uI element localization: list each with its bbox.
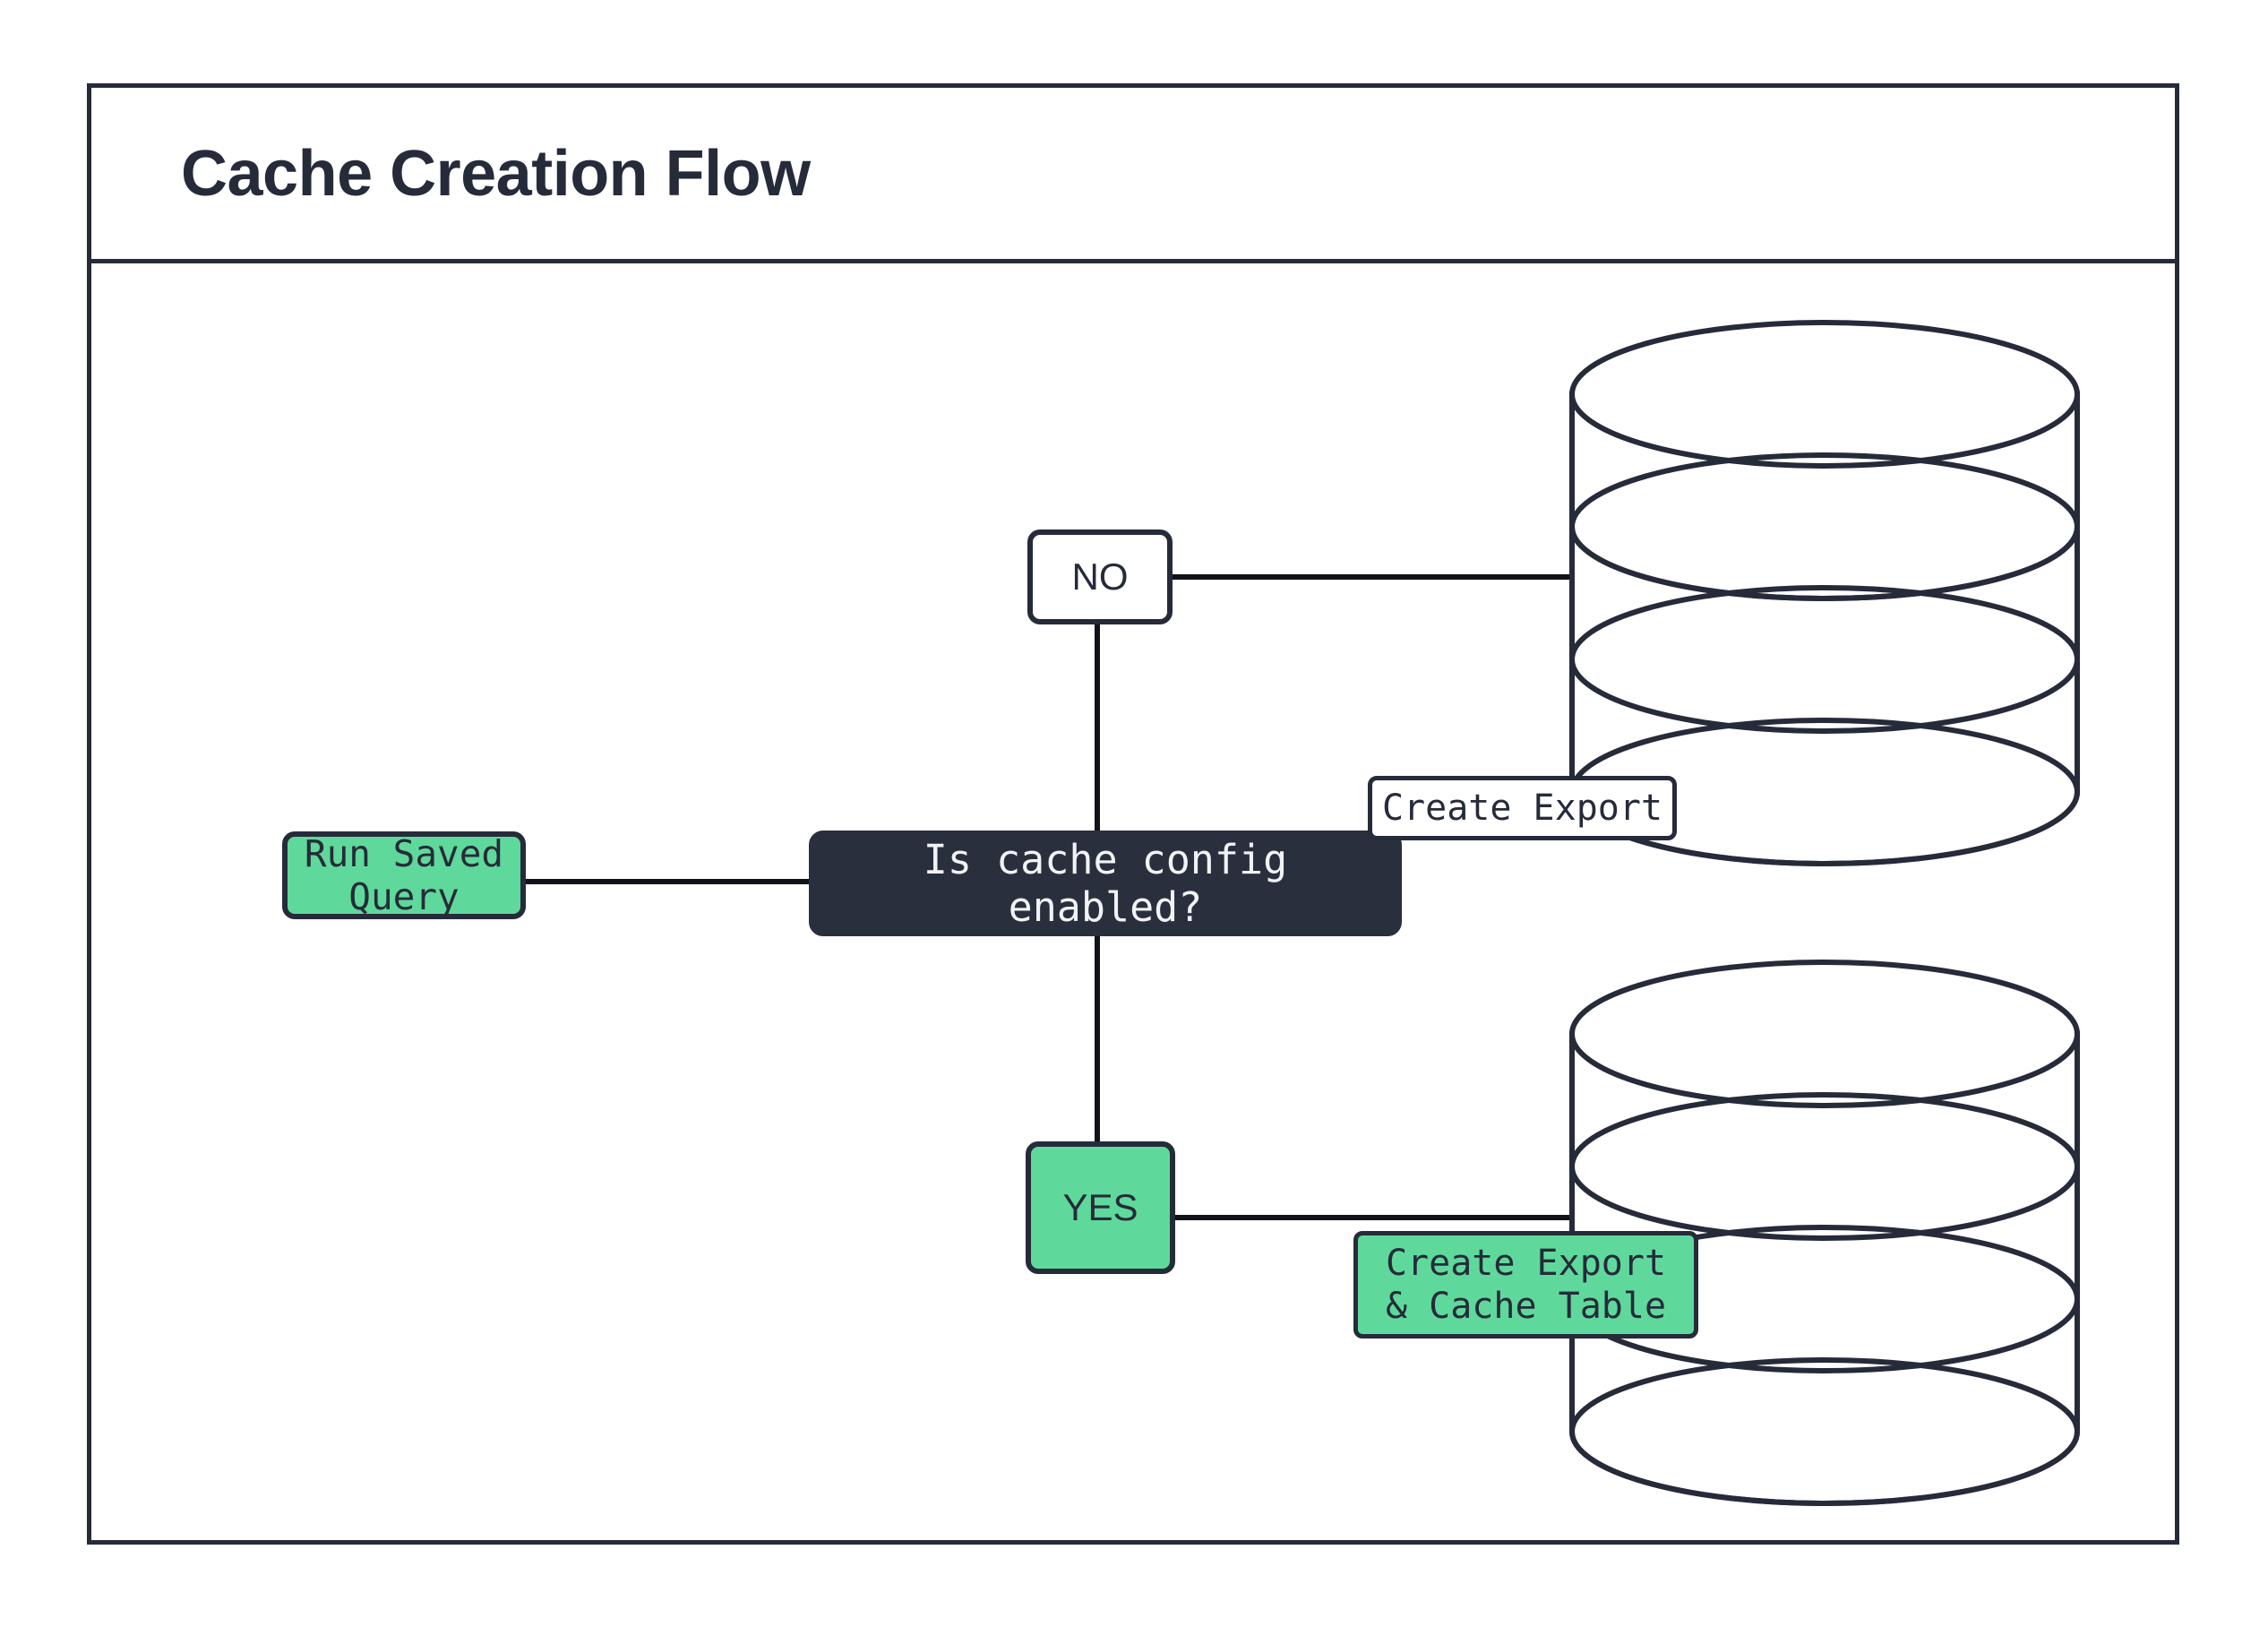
diagram-title-bar: Cache Creation Flow	[91, 88, 2175, 263]
edge-decision-to-yes	[1095, 934, 1100, 1143]
node-create-export-cache-line1: Create Export	[1385, 1243, 1667, 1284]
node-decision-cache-config[interactable]: Is cache config enabled?	[809, 831, 1402, 936]
edge-label-no[interactable]: NO	[1027, 529, 1173, 624]
diagram-frame: Cache Creation Flow	[87, 83, 2179, 1545]
edge-no-to-create-export	[1171, 574, 1576, 580]
node-create-export[interactable]: Create Export	[1368, 776, 1677, 840]
diagram-canvas: Run Saved Query Is cache config enabled?…	[91, 263, 2175, 1540]
edge-decision-to-no	[1095, 624, 1100, 832]
edge-label-yes[interactable]: YES	[1026, 1141, 1175, 1274]
node-create-export-cache-line2: & Cache Table	[1385, 1286, 1667, 1327]
edge-run-saved-query-to-decision	[526, 879, 811, 884]
node-create-export-and-cache-table[interactable]: Create Export & Cache Table	[1353, 1231, 1698, 1339]
edge-yes-to-create-export-cache	[1173, 1215, 1576, 1220]
database-cylinder-icon-bottom	[1569, 960, 2080, 1506]
node-run-saved-query[interactable]: Run Saved Query	[282, 831, 526, 919]
page-title: Cache Creation Flow	[181, 137, 811, 210]
database-cylinder-icon-top	[1569, 320, 2080, 866]
